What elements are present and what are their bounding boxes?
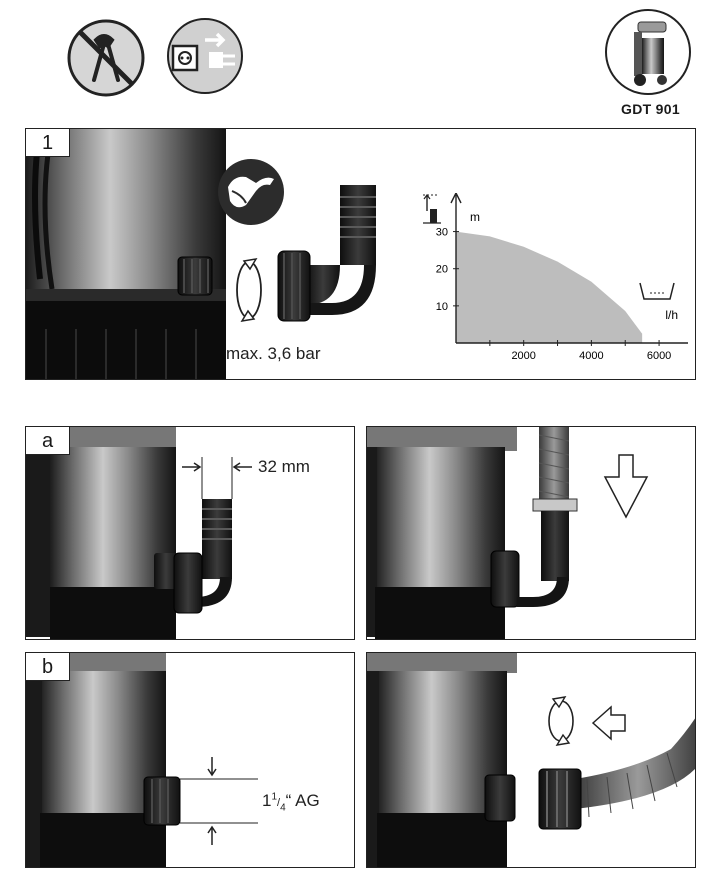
step-label-a: a [26,427,70,455]
curve-area [456,231,643,343]
x-tick-label: 4000 [579,350,603,362]
y-axis-arrow [450,193,462,204]
product-thumbnail [604,8,692,96]
thread-size-numerator: 1 [271,791,278,803]
pump-thread-outlet-photo [26,653,258,867]
thread-size-text: 11/4“ AG [262,791,320,814]
y-tick-label: 20 [436,264,448,276]
performance-curve-chart: 2000 4000 6000 10 20 30 m l/h [436,193,688,362]
unplug-before-service-icon [165,16,245,96]
panel-step-b-right [366,652,696,868]
step-label-1: 1 [26,129,70,157]
pump-body-photo [26,129,226,379]
panel-step-b-left: b 11/4“ AG [25,652,355,868]
tank-icon [638,279,678,303]
thread-size-suffix: “ AG [285,791,320,810]
x-tick-label: 6000 [647,350,671,362]
panel-step-a-left: a 32 mm [25,426,355,640]
pump-with-hose-clamp-photo [367,427,649,639]
no-tools-icon [66,18,146,98]
x-axis-label: l/h [665,308,678,322]
y-tick-label: 10 [436,301,448,313]
max-pressure-text: max. 3,6 bar [226,344,321,363]
thread-size-main: 1 [262,791,272,810]
model-label: GDT 901 [621,101,680,117]
rotate-arrows-icon [226,257,272,323]
y-tick-label: 30 [436,227,448,239]
thread-size-denominator: 4 [280,802,286,814]
pump-head-icon [421,193,443,229]
elbow-fitting-photo [277,185,376,322]
panel-step-1: 1 max. 3,6 [25,128,696,380]
panel-step-a-right [366,426,696,640]
y-axis-label: m [470,210,480,224]
x-tick-label: 2000 [511,350,535,362]
hand-tighten-icon [216,157,286,227]
hose-diameter-text: 32 mm [258,457,310,476]
step-label-b: b [26,653,70,681]
pump-with-threaded-hose-photo [367,653,695,867]
pump-with-elbow-photo [26,427,252,639]
